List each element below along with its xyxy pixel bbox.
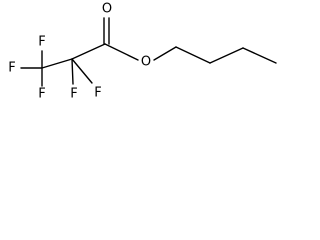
atom-f-bottom-a: F <box>70 87 77 102</box>
atom-labels: F F F F F O O <box>8 2 151 102</box>
bond-c6-c7 <box>242 47 277 64</box>
bond-o-c4 <box>153 46 177 61</box>
bond-c2-f-a <box>71 58 74 85</box>
bond-lines <box>20 17 277 87</box>
atom-o-ester: O <box>141 55 151 70</box>
bond-c2-f-b <box>71 58 93 84</box>
atom-f-bottom-b: F <box>94 86 101 101</box>
bond-c5-c6 <box>209 47 244 64</box>
atom-f-left: F <box>8 61 15 76</box>
atom-o-carbonyl: O <box>102 2 112 17</box>
bond-c2-c3 <box>71 43 106 60</box>
bond-c3-o-ester <box>104 43 139 61</box>
atom-f-bottom-left: F <box>38 87 45 102</box>
atom-f-top: F <box>38 35 45 50</box>
bond-c4-c5 <box>175 46 211 64</box>
chemical-structure: F F F F F O O <box>8 2 277 102</box>
bond-c1-c2 <box>41 58 73 69</box>
